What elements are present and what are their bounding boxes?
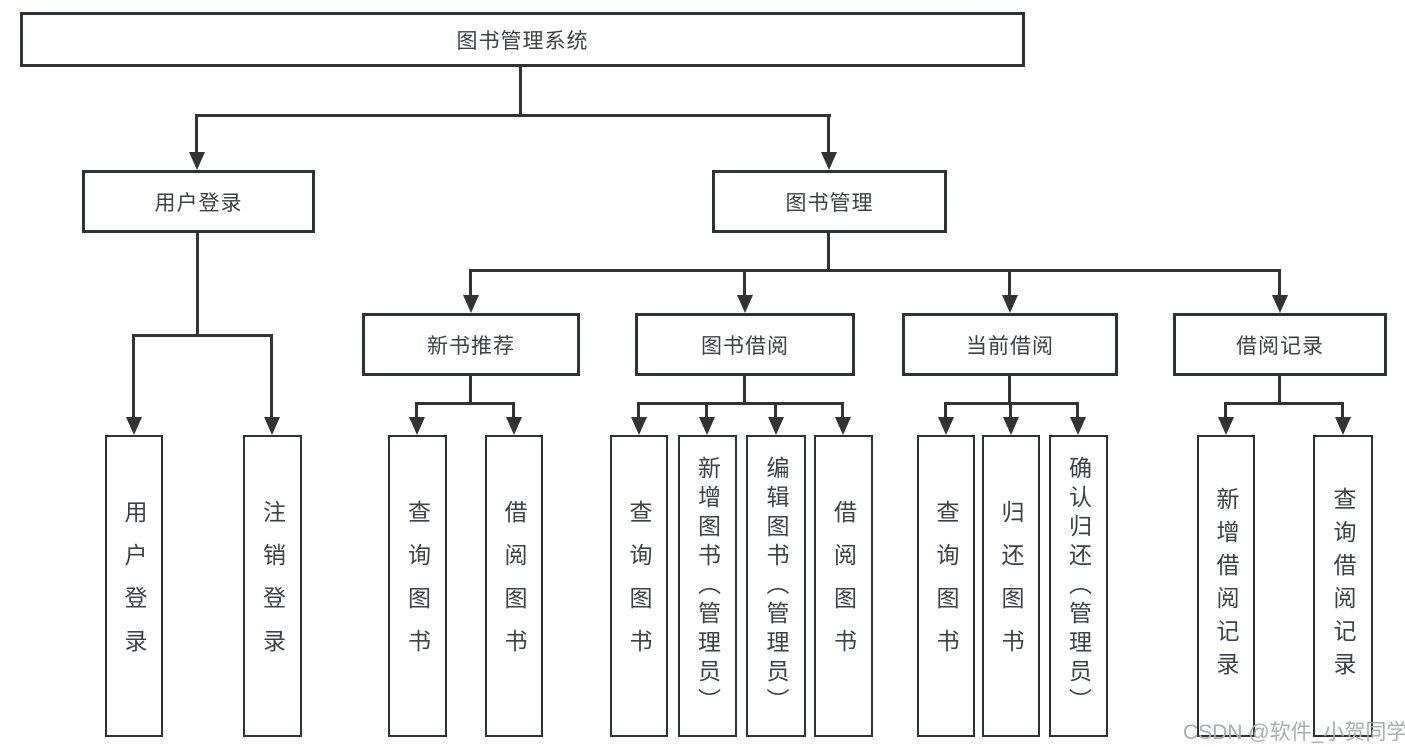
node-current-borrowing: 当前借阅	[902, 313, 1118, 376]
connector-book-mgmt-rail	[469, 269, 1281, 272]
leaf-borrow-books: 借阅图书	[814, 435, 873, 737]
node-label: 查询图书	[404, 500, 431, 672]
leaf-add-books-admin: 新增图书（管理员）	[678, 435, 737, 737]
node-label: 用户登录	[154, 191, 243, 215]
node-label: 图书借阅	[701, 334, 789, 358]
arrow-down-icon	[1003, 417, 1019, 435]
connector-current-rail	[944, 402, 1079, 405]
connector-borrowing-rail	[637, 402, 844, 405]
arrow-down-icon	[821, 152, 837, 170]
node-label: 确认归还（管理员）	[1065, 455, 1092, 717]
connector-user-login-rail	[132, 334, 273, 337]
connector-drop	[841, 404, 844, 418]
connector-drop	[743, 271, 746, 297]
node-label: 查询图书	[626, 500, 652, 672]
arrow-down-icon	[1335, 417, 1351, 435]
arrow-down-icon	[1218, 417, 1234, 435]
connector-drop	[195, 116, 198, 154]
node-label: 新增图书（管理员）	[694, 455, 721, 717]
arrow-down-icon	[463, 295, 479, 313]
connector-current-stem	[1008, 376, 1011, 405]
arrow-down-icon	[264, 417, 280, 435]
leaf-borrow-books-recommend: 借阅图书	[485, 435, 543, 737]
node-label: 编辑图书（管理员）	[763, 455, 789, 717]
arrow-down-icon	[506, 417, 522, 435]
node-label: 注销登录	[259, 500, 286, 672]
connector-drop	[469, 271, 472, 297]
connector-user-login-stem	[196, 233, 199, 337]
connector-drop	[1008, 271, 1011, 297]
connector-drop	[637, 404, 640, 418]
node-book-borrowing: 图书借阅	[635, 313, 855, 376]
arrow-down-icon	[835, 417, 851, 435]
leaf-query-borrow-record: 查询借阅记录	[1313, 435, 1373, 737]
node-label: 用户登录	[121, 500, 147, 672]
connector-drop	[944, 404, 947, 418]
leaf-logout: 注销登录	[243, 435, 302, 737]
node-root-library-management-system: 图书管理系统	[20, 12, 1025, 67]
node-label: 当前借阅	[966, 334, 1054, 358]
arrow-down-icon	[631, 417, 647, 435]
connector-recommend-rail	[415, 402, 515, 405]
connector-drop	[1278, 271, 1281, 297]
connector-book-mgmt-stem	[827, 233, 830, 272]
connector-root-rail	[195, 114, 831, 117]
leaf-user-login: 用户登录	[105, 435, 163, 737]
arrow-down-icon	[699, 417, 715, 435]
csdn-watermark: CSDN @软件_小贺同学	[1183, 721, 1405, 744]
arrow-down-icon	[938, 417, 954, 435]
connector-records-rail	[1224, 402, 1344, 405]
node-user-login: 用户登录	[82, 170, 315, 233]
connector-drop	[415, 404, 418, 418]
connector-drop	[1224, 404, 1227, 418]
arrow-down-icon	[768, 417, 784, 435]
node-label: 新增借阅记录	[1213, 487, 1239, 685]
connector-drop	[1009, 404, 1012, 418]
connector-recommend-stem	[469, 376, 472, 405]
node-label: 新书推荐	[427, 334, 515, 358]
connector-drop	[512, 404, 515, 418]
leaf-query-books-borrowing: 查询图书	[610, 435, 668, 737]
node-label: 借阅记录	[1236, 334, 1324, 358]
arrow-down-icon	[1002, 295, 1018, 313]
leaf-return-books: 归还图书	[982, 435, 1040, 737]
arrow-down-icon	[126, 417, 142, 435]
leaf-confirm-return-admin: 确认归还（管理员）	[1049, 435, 1108, 737]
connector-drop	[705, 404, 708, 418]
node-label: 借阅图书	[830, 500, 857, 672]
connector-records-stem	[1278, 376, 1281, 405]
node-borrowing-records: 借阅记录	[1173, 313, 1387, 376]
connector-drop	[1341, 404, 1344, 418]
node-book-management: 图书管理	[712, 170, 947, 233]
arrow-down-icon	[1272, 295, 1288, 313]
leaf-add-borrow-record: 新增借阅记录	[1197, 435, 1255, 737]
node-label: 借阅图书	[501, 500, 527, 672]
node-label: 归还图书	[998, 500, 1024, 672]
node-label: 图书管理	[785, 191, 874, 215]
connector-drop	[1076, 404, 1079, 418]
connector-drop	[774, 404, 777, 418]
node-label: 图书管理系统	[456, 29, 589, 53]
arrow-down-icon	[737, 295, 753, 313]
arrow-down-icon	[1070, 417, 1086, 435]
connector-drop	[270, 336, 273, 418]
leaf-query-books-recommend: 查询图书	[388, 435, 447, 737]
connector-borrowing-stem	[743, 376, 746, 405]
connector-drop	[132, 336, 135, 418]
arrow-down-icon	[409, 417, 425, 435]
node-new-book-recommendation: 新书推荐	[362, 313, 580, 376]
leaf-query-books-current: 查询图书	[917, 435, 975, 737]
arrow-down-icon	[189, 152, 205, 170]
connector-root-stem	[519, 67, 522, 117]
node-label: 查询图书	[933, 500, 959, 672]
node-label: 查询借阅记录	[1330, 487, 1356, 685]
leaf-edit-books-admin: 编辑图书（管理员）	[746, 435, 806, 737]
connector-drop	[827, 116, 830, 154]
